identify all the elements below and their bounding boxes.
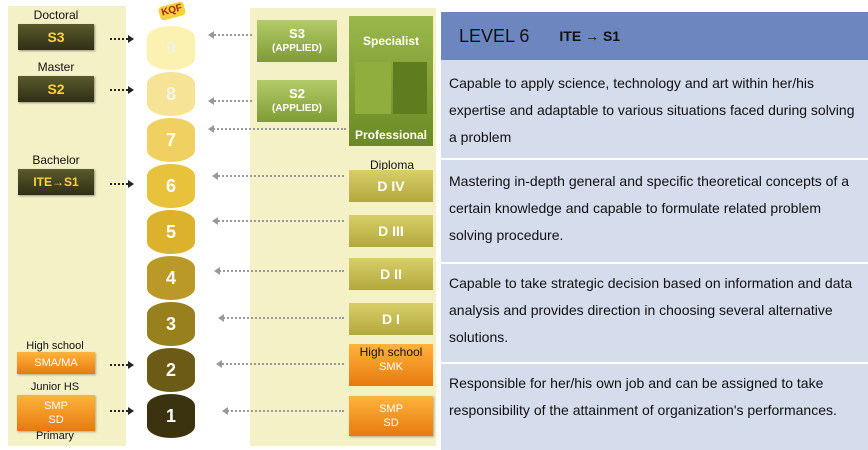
- level-4-disc: 4: [147, 256, 195, 300]
- middle-smp-sd-box: SMP SD: [349, 396, 433, 436]
- arrow-smp: [110, 407, 134, 415]
- middle-sd-label: SD: [383, 417, 399, 429]
- diploma-caption: Diploma: [370, 158, 415, 172]
- specialist-professional-box: Specialist Professional: [349, 16, 433, 146]
- smk-box: High school SMK: [349, 344, 433, 386]
- s3-box: S3: [18, 24, 94, 50]
- highschool-caption: High school: [26, 340, 84, 352]
- arrow-mid-6: [212, 172, 344, 180]
- separator-2: [441, 262, 868, 264]
- level-7-disc: 7: [147, 118, 195, 162]
- s2-applied-sub: (APPLIED): [272, 103, 322, 114]
- description-1: Capable to apply science, technology and…: [449, 75, 855, 145]
- description-3: Capable to take strategic decision based…: [449, 275, 853, 345]
- description-4: Responsible for her/his own job and can …: [449, 375, 837, 418]
- sma-box: SMA/MA: [17, 352, 95, 374]
- smp-sd-box: SMP SD: [17, 395, 95, 431]
- sd-label: SD: [48, 414, 64, 426]
- arrow-mid-s2: [208, 97, 252, 105]
- smk-label: SMK: [379, 361, 403, 373]
- separator-1: [441, 158, 868, 160]
- s3-applied-sub: (APPLIED): [272, 43, 322, 54]
- specialist-inner-right: [393, 62, 427, 114]
- level-3-disc: 3: [147, 302, 195, 346]
- kqf-ladder: KQF 9 8 7 6 5 4 3 2 1: [147, 0, 197, 448]
- arrow-s3: [110, 35, 134, 43]
- arrow-mid-7: [208, 125, 346, 133]
- level-2-disc: 2: [147, 348, 195, 392]
- smk-highschool-caption: High school: [359, 345, 423, 359]
- s3-applied-label: S3: [289, 26, 305, 41]
- bachelor-caption: Bachelor: [32, 153, 80, 167]
- arrow-mid-2: [216, 360, 344, 368]
- level-header: LEVEL 6 ITE → S1: [441, 12, 868, 60]
- professional-label: Professional: [354, 128, 428, 142]
- arrow-mid-1: [222, 407, 344, 415]
- level-6-disc: 6: [147, 164, 195, 208]
- d3-box: D III: [349, 215, 433, 247]
- master-caption: Master: [37, 60, 75, 74]
- description-panel: [441, 12, 868, 450]
- specialist-label: Specialist: [362, 34, 420, 48]
- s2-applied-label: S2: [289, 86, 305, 101]
- arrow-mid-3: [218, 314, 344, 322]
- sma-label: SMA/MA: [34, 357, 78, 369]
- smp-label: SMP: [44, 400, 68, 412]
- level-5-disc: 5: [147, 210, 195, 254]
- ite-s1-box: ITE→S1: [18, 169, 94, 195]
- middle-smp-label: SMP: [379, 403, 403, 415]
- level-9-disc: 9: [147, 26, 195, 70]
- doctoral-caption: Doctoral: [33, 8, 79, 22]
- s2-box: S2: [18, 76, 94, 102]
- level-1-disc: 1: [147, 394, 195, 438]
- kqf-logo: KQF: [157, 0, 187, 22]
- junior-hs-caption: Junior HS: [30, 381, 80, 393]
- separator-3: [441, 362, 868, 364]
- description-2: Mastering in-depth general and specific …: [449, 173, 850, 243]
- primary-caption: Primary: [36, 430, 74, 442]
- arrow-mid-s3: [208, 31, 252, 39]
- arrow-s1: [110, 180, 134, 188]
- arrow-mid-5: [212, 217, 344, 225]
- d1-box: D I: [349, 303, 433, 335]
- arrow-mid-4: [214, 267, 344, 275]
- specialist-inner-left: [355, 62, 391, 114]
- d4-box: D IV: [349, 170, 433, 202]
- level-8-disc: 8: [147, 72, 195, 116]
- level-path: ITE → S1: [559, 28, 621, 44]
- arrow-sma: [110, 361, 134, 369]
- d2-box: D II: [349, 258, 433, 290]
- arrow-s2: [110, 86, 134, 94]
- s3-applied-box: S3 (APPLIED): [257, 20, 337, 62]
- level-title: LEVEL 6: [459, 25, 530, 46]
- s2-applied-box: S2 (APPLIED): [257, 80, 337, 122]
